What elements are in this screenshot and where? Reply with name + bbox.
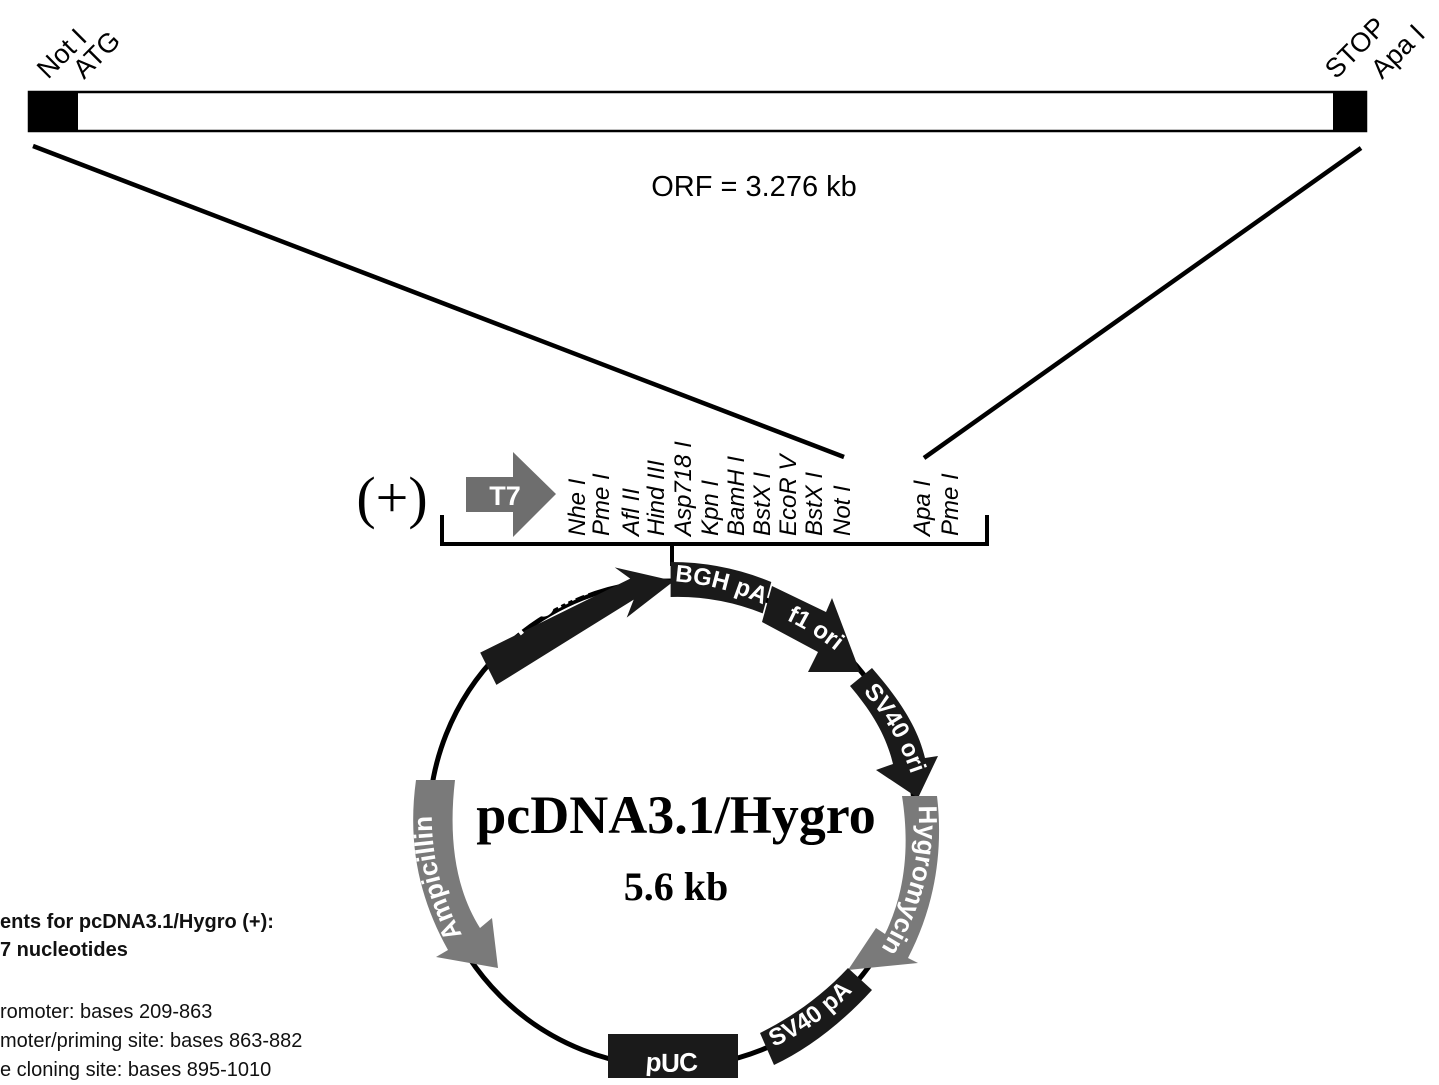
feature-bgh-pa xyxy=(670,561,772,614)
comment-item: moter/priming site: bases 863-882 xyxy=(0,1030,303,1052)
mcs-site: Afl II xyxy=(618,488,645,538)
zoom-line-right xyxy=(922,146,1363,460)
feature-puc xyxy=(608,1034,738,1078)
mcs-site: Nhe I xyxy=(564,478,591,536)
orientation-label: (+) xyxy=(356,465,427,530)
mcs-site: Hind III xyxy=(643,460,670,536)
plasmid-size: 5.6 kb xyxy=(624,864,729,909)
orf-length-label: ORF = 3.276 kb xyxy=(651,171,857,203)
comments-header: ents for pcDNA3.1/Hygro (+): xyxy=(0,911,274,933)
mcs-site: BstX I xyxy=(801,472,828,536)
mcs-site: BstX I xyxy=(749,472,776,536)
mcs-site: BamH I xyxy=(723,456,750,536)
zoom-line-left xyxy=(32,143,845,460)
orf-right-block xyxy=(1333,92,1366,131)
mcs-site: Asp718 I xyxy=(670,441,697,538)
feature-hygromycin xyxy=(848,796,940,970)
feature-sv40-pa xyxy=(760,968,872,1065)
feature-ampicillin xyxy=(413,780,498,968)
mcs-site: Not I xyxy=(829,485,856,536)
mcs-site: EcoR V xyxy=(775,453,802,536)
orf-left-block xyxy=(29,92,78,131)
orf-bar xyxy=(27,90,1368,133)
comment-item: e cloning site: bases 895-1010 xyxy=(0,1059,272,1081)
plasmid-name: pcDNA3.1/Hygro xyxy=(476,785,876,845)
feature-sv40-ori xyxy=(850,668,938,798)
mcs-sites: Nhe I Pme I Afl II Hind III Asp718 I Kpn… xyxy=(564,441,964,538)
feature-label-puc: pUC xyxy=(645,1046,699,1077)
mcs-site: Pme I xyxy=(937,473,964,536)
t7-promoter-arrow: T7 xyxy=(466,452,556,537)
comments-panel: ents for pcDNA3.1/Hygro (+): 7 nucleotid… xyxy=(0,908,420,1085)
comment-item: romoter: bases 209-863 xyxy=(0,1001,213,1023)
comments-length: 7 nucleotides xyxy=(0,939,128,961)
feature-f1-ori xyxy=(762,586,860,672)
t7-label: T7 xyxy=(489,481,521,511)
mcs-site: Apa I xyxy=(909,480,936,538)
mcs-site: Pme I xyxy=(588,473,615,536)
feature-pcmv xyxy=(480,567,674,685)
mcs-site: Kpn I xyxy=(697,480,724,536)
